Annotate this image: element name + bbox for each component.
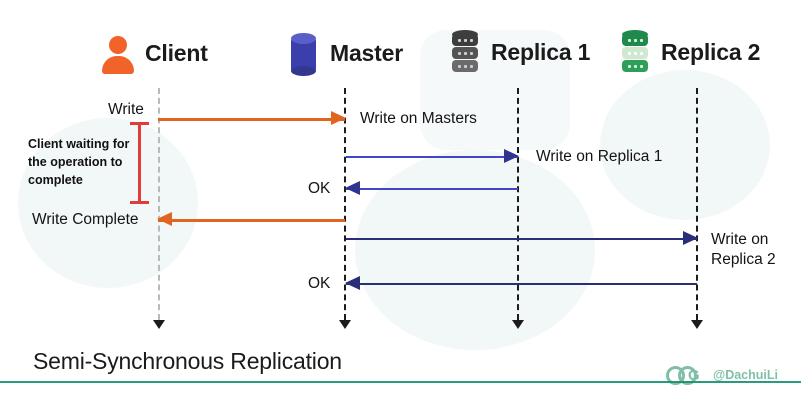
lifeline-arrow-client bbox=[153, 320, 165, 329]
actor-label-replica-2: Replica 2 bbox=[661, 38, 761, 65]
server-stack-icon bbox=[616, 30, 652, 73]
actor-master[interactable]: Master bbox=[285, 32, 403, 76]
watermark-text: @DachuiLi bbox=[713, 368, 778, 382]
lifeline-arrow-replica-2 bbox=[691, 320, 703, 329]
label-write-on-replica-1: Write on Replica 1 bbox=[536, 148, 663, 165]
person-icon bbox=[100, 32, 136, 74]
label-ok-replica-1: OK bbox=[308, 180, 331, 197]
label-ok-replica-2: OK bbox=[308, 275, 331, 292]
message-line bbox=[158, 118, 345, 121]
actor-label-master: Master bbox=[330, 39, 403, 66]
label-write-on-replica-2-line1: Write on bbox=[711, 231, 769, 248]
actor-replica-1[interactable]: Replica 1 bbox=[446, 30, 591, 73]
message-line bbox=[346, 188, 518, 190]
arrowhead-right bbox=[331, 111, 346, 125]
page-title: Semi-Synchronous Replication bbox=[33, 348, 342, 374]
database-cylinder-icon bbox=[285, 32, 321, 76]
message-line bbox=[158, 219, 345, 222]
bracket-cap-top bbox=[130, 122, 149, 125]
background-blob bbox=[600, 70, 770, 220]
lifeline-arrow-replica-1 bbox=[512, 320, 524, 329]
label-write-on-masters: Write on Masters bbox=[360, 110, 477, 127]
message-line bbox=[346, 238, 697, 240]
bracket-stem bbox=[138, 122, 141, 204]
label-write-complete: Write Complete bbox=[32, 211, 139, 228]
lifeline-replica-2 bbox=[696, 88, 698, 320]
arrowhead-left bbox=[345, 276, 360, 290]
client-waiting-note: Client waiting for the operation to comp… bbox=[28, 137, 130, 188]
arrowhead-left bbox=[157, 212, 172, 226]
watermark: G @DachuiLi bbox=[666, 358, 796, 392]
actor-replica-2[interactable]: Replica 2 bbox=[616, 30, 761, 73]
bracket-cap-bottom bbox=[130, 201, 149, 204]
actor-client[interactable]: Client bbox=[100, 32, 208, 74]
arrowhead-right bbox=[683, 231, 698, 245]
arrowhead-left bbox=[345, 181, 360, 195]
logo-icon: G bbox=[666, 364, 708, 386]
label-write-on-replica-2-line2: Replica 2 bbox=[711, 251, 776, 268]
footer-divider bbox=[0, 381, 801, 383]
lifeline-replica-1 bbox=[517, 88, 519, 320]
label-write: Write bbox=[108, 101, 144, 118]
lifeline-arrow-master bbox=[339, 320, 351, 329]
message-line bbox=[346, 156, 518, 158]
message-line bbox=[346, 283, 697, 285]
lifeline-client bbox=[158, 88, 160, 320]
actor-label-client: Client bbox=[145, 39, 208, 66]
actor-label-replica-1: Replica 1 bbox=[491, 38, 591, 65]
lifeline-master bbox=[344, 88, 346, 320]
server-stack-icon bbox=[446, 30, 482, 73]
background-blob bbox=[355, 150, 595, 350]
client-waiting-bracket bbox=[130, 122, 149, 204]
arrowhead-right bbox=[504, 149, 519, 163]
